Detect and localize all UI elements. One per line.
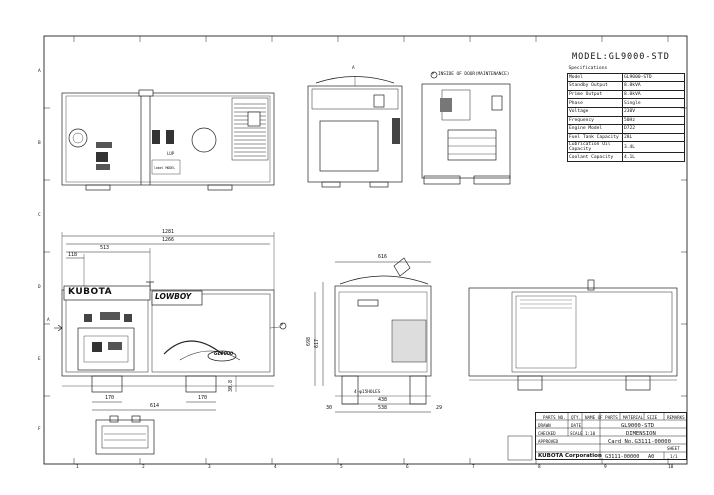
section-mark-a-side: A — [47, 318, 50, 323]
grid-number: 6 — [406, 465, 409, 470]
tb-checked: CHECKED — [538, 431, 556, 436]
plate-text: LUP — [167, 151, 175, 156]
grid-number: 5 — [340, 465, 343, 470]
stamp-box — [507, 435, 533, 461]
grid-number: 4 — [274, 465, 277, 470]
tb-sheet-label: SHEET — [667, 446, 680, 451]
tb-company: KUBOTA Corporation — [538, 453, 602, 459]
outer-border — [43, 35, 688, 465]
dim-170-right: 170 — [198, 395, 208, 401]
tb-qty: QTY. — [571, 415, 582, 420]
grid-number: 8 — [538, 465, 541, 470]
dim-438: 438 — [378, 397, 388, 403]
dim-170-left: 170 — [105, 395, 115, 401]
end-view-top — [307, 76, 403, 188]
tb-remarks: REMARKS — [667, 415, 685, 420]
grid-number: 2 — [142, 465, 145, 470]
spec-header: Specifications — [567, 65, 685, 74]
end-view-main — [314, 257, 432, 413]
tb-date: DATE — [571, 423, 582, 428]
dim-698: 698 — [306, 336, 312, 346]
tb-parts-no: PARTS NO. — [543, 415, 566, 420]
dim-513: 513 — [100, 245, 110, 251]
inside-of-door-view — [421, 71, 511, 185]
dim-617: 617 — [314, 338, 320, 348]
side-view-main — [54, 232, 287, 411]
tb-name-of-parts: NAME OF PARTS — [585, 415, 618, 420]
dim-bolt-holes: 4-φ15HOLES — [354, 390, 381, 395]
title-block: PARTS NO. QTY. NAME OF PARTS MATERIAL SI… — [535, 412, 687, 460]
dim-30-8: 30.8 — [228, 379, 234, 392]
grid-number: 1 — [76, 465, 79, 470]
grid-letter: B — [38, 141, 41, 146]
tb-drawing-no: G3111-00000 — [605, 454, 640, 460]
grid-letter: E — [38, 357, 41, 362]
tb-card-no: Card No.G3111-00000 — [608, 439, 671, 445]
tank-detail-view — [95, 415, 155, 455]
grid-number: 10 — [668, 465, 674, 470]
inside-door-note: INSIDE OF DOOR(MAINTENANCE) — [438, 72, 510, 77]
grid-number: 3 — [208, 465, 211, 470]
tb-sheet-value: 1/1 — [670, 454, 678, 459]
grid-letter: C — [38, 213, 41, 218]
tb-rev: A0 — [648, 454, 655, 460]
grid-number: 7 — [472, 465, 475, 470]
plate-text-2: label MODEL — [154, 166, 176, 170]
tb-scale-value: 1:10 — [585, 431, 596, 436]
spec-model-title: MODEL:GL9000-STD — [572, 52, 670, 62]
callout-p-top: P — [432, 72, 435, 76]
dim-30: 30 — [326, 405, 333, 411]
tb-drawn: DRAWN — [538, 423, 551, 428]
grid-number: 9 — [604, 465, 607, 470]
top-view — [61, 89, 275, 191]
tb-drawing-title: DIMENSION — [626, 431, 656, 437]
tb-approved: APPROVED — [538, 439, 559, 444]
tb-model: GL9000-STD — [621, 423, 655, 429]
model-logo-small: GL9000 — [214, 352, 234, 357]
dim-616: 616 — [378, 254, 388, 260]
dim-614: 614 — [150, 403, 160, 409]
title-block-lines — [535, 412, 687, 460]
kubota-logo: KUBOTA — [68, 287, 113, 297]
grid-letter: A — [38, 69, 41, 74]
rear-view — [468, 279, 678, 391]
tb-size: SIZE — [647, 415, 658, 420]
lowboy-logo: LOWBOY — [155, 292, 192, 301]
frame-ticks — [44, 36, 687, 464]
dim-29: 29 — [436, 405, 443, 411]
dim-overall-length: 1281 — [162, 229, 175, 235]
grid-letter: D — [38, 285, 41, 290]
tb-material: MATERIAL — [623, 415, 644, 420]
tb-scale-label: SCALE — [570, 431, 583, 436]
callout-p-side: P — [281, 323, 284, 327]
grid-letter: F — [38, 427, 41, 432]
section-mark-a-top: A — [352, 66, 355, 71]
dim-538: 538 — [378, 405, 388, 411]
dim-118: 118 — [68, 252, 78, 258]
dim-inner-length: 1266 — [162, 237, 175, 243]
